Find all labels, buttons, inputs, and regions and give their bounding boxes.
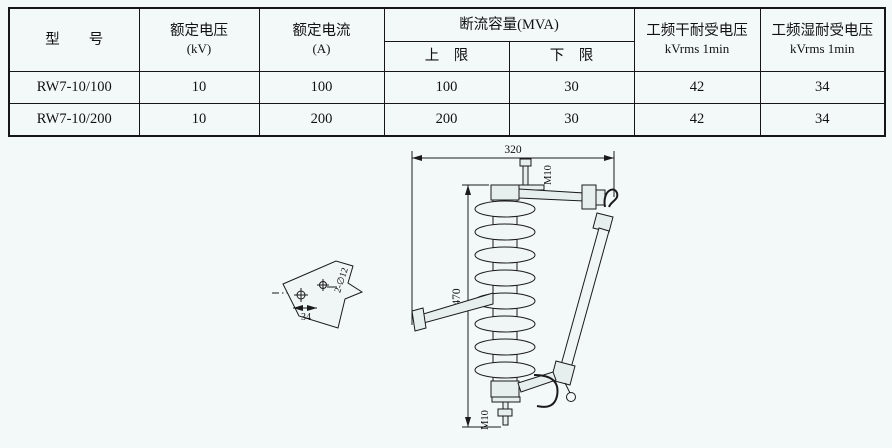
header-dry-withstand-unit: kVrms 1min bbox=[664, 40, 730, 56]
header-wet-withstand-unit: kVrms 1min bbox=[789, 40, 855, 56]
header-rated-voltage: 额定电压 (kV) bbox=[138, 7, 260, 72]
table-header-row-2: 上 限 下 限 bbox=[9, 41, 885, 72]
dimension-height: 470 bbox=[451, 184, 501, 428]
header-upper-limit: 上 限 bbox=[383, 41, 510, 72]
cell-dry: 42 bbox=[633, 71, 761, 104]
lower-contact-arm bbox=[411, 292, 494, 332]
fuse-tube bbox=[550, 212, 614, 402]
spec-table: 型 号 额定电压 (kV) 额定电流 (A) 断流容量(MVA) 工频干耐受电压… bbox=[8, 7, 886, 137]
lower-hinge bbox=[517, 371, 559, 408]
header-wet-withstand-title: 工频湿耐受电压 bbox=[771, 23, 874, 40]
bottom-bolt: M10 bbox=[480, 396, 521, 430]
insulator bbox=[474, 184, 536, 398]
header-dry-withstand: 工频干耐受电压 kVrms 1min bbox=[633, 7, 761, 72]
table-row: RW7-10/100 10 100 100 30 42 34 bbox=[8, 71, 886, 104]
header-rated-current-unit: (A) bbox=[312, 40, 331, 56]
header-dry-withstand-title: 工频干耐受电压 bbox=[646, 23, 748, 40]
header-rated-voltage-title: 额定电压 bbox=[170, 23, 228, 40]
header-wet-withstand: 工频湿耐受电压 kVrms 1min bbox=[759, 7, 886, 72]
header-model: 型 号 bbox=[8, 7, 140, 72]
cell-wet: 34 bbox=[759, 71, 886, 104]
bracket-spacing-label: 34 bbox=[301, 312, 311, 323]
header-rated-current: 额定电流 (A) bbox=[258, 7, 385, 72]
mounting-bracket-detail: 34 2-∅12 bbox=[272, 260, 364, 329]
cell-voltage: 10 bbox=[138, 103, 260, 137]
cell-upper: 200 bbox=[383, 103, 510, 137]
cell-upper: 100 bbox=[383, 71, 510, 104]
upper-contact bbox=[518, 184, 619, 210]
header-lower-limit: 下 限 bbox=[508, 41, 635, 72]
cell-current: 100 bbox=[258, 71, 385, 104]
header-rated-current-title: 额定电流 bbox=[292, 23, 351, 40]
fuse-cutout-drawing: 320 M10 470 bbox=[272, 144, 619, 430]
header-rated-voltage-unit: (kV) bbox=[186, 40, 212, 56]
cell-wet: 34 bbox=[759, 103, 886, 137]
top-bolt-label: M10 bbox=[543, 165, 554, 185]
cell-lower: 30 bbox=[508, 103, 635, 137]
cell-dry: 42 bbox=[633, 103, 761, 137]
bottom-bolt-label: M10 bbox=[480, 410, 491, 430]
table-header-row-1: 型 号 额定电压 (kV) 额定电流 (A) 断流容量(MVA) 工频干耐受电压… bbox=[8, 7, 886, 72]
table-row: RW7-10/200 10 200 200 30 42 34 bbox=[8, 103, 886, 137]
cell-voltage: 10 bbox=[138, 71, 260, 104]
cell-model: RW7-10/200 bbox=[8, 103, 140, 137]
dim-320-label: 320 bbox=[504, 144, 522, 156]
cell-lower: 30 bbox=[508, 71, 635, 104]
header-breaking-capacity: 断流容量(MVA) bbox=[383, 7, 635, 42]
cell-model: RW7-10/100 bbox=[8, 71, 140, 104]
dim-470-label: 470 bbox=[451, 288, 463, 306]
cell-current: 200 bbox=[258, 103, 385, 137]
